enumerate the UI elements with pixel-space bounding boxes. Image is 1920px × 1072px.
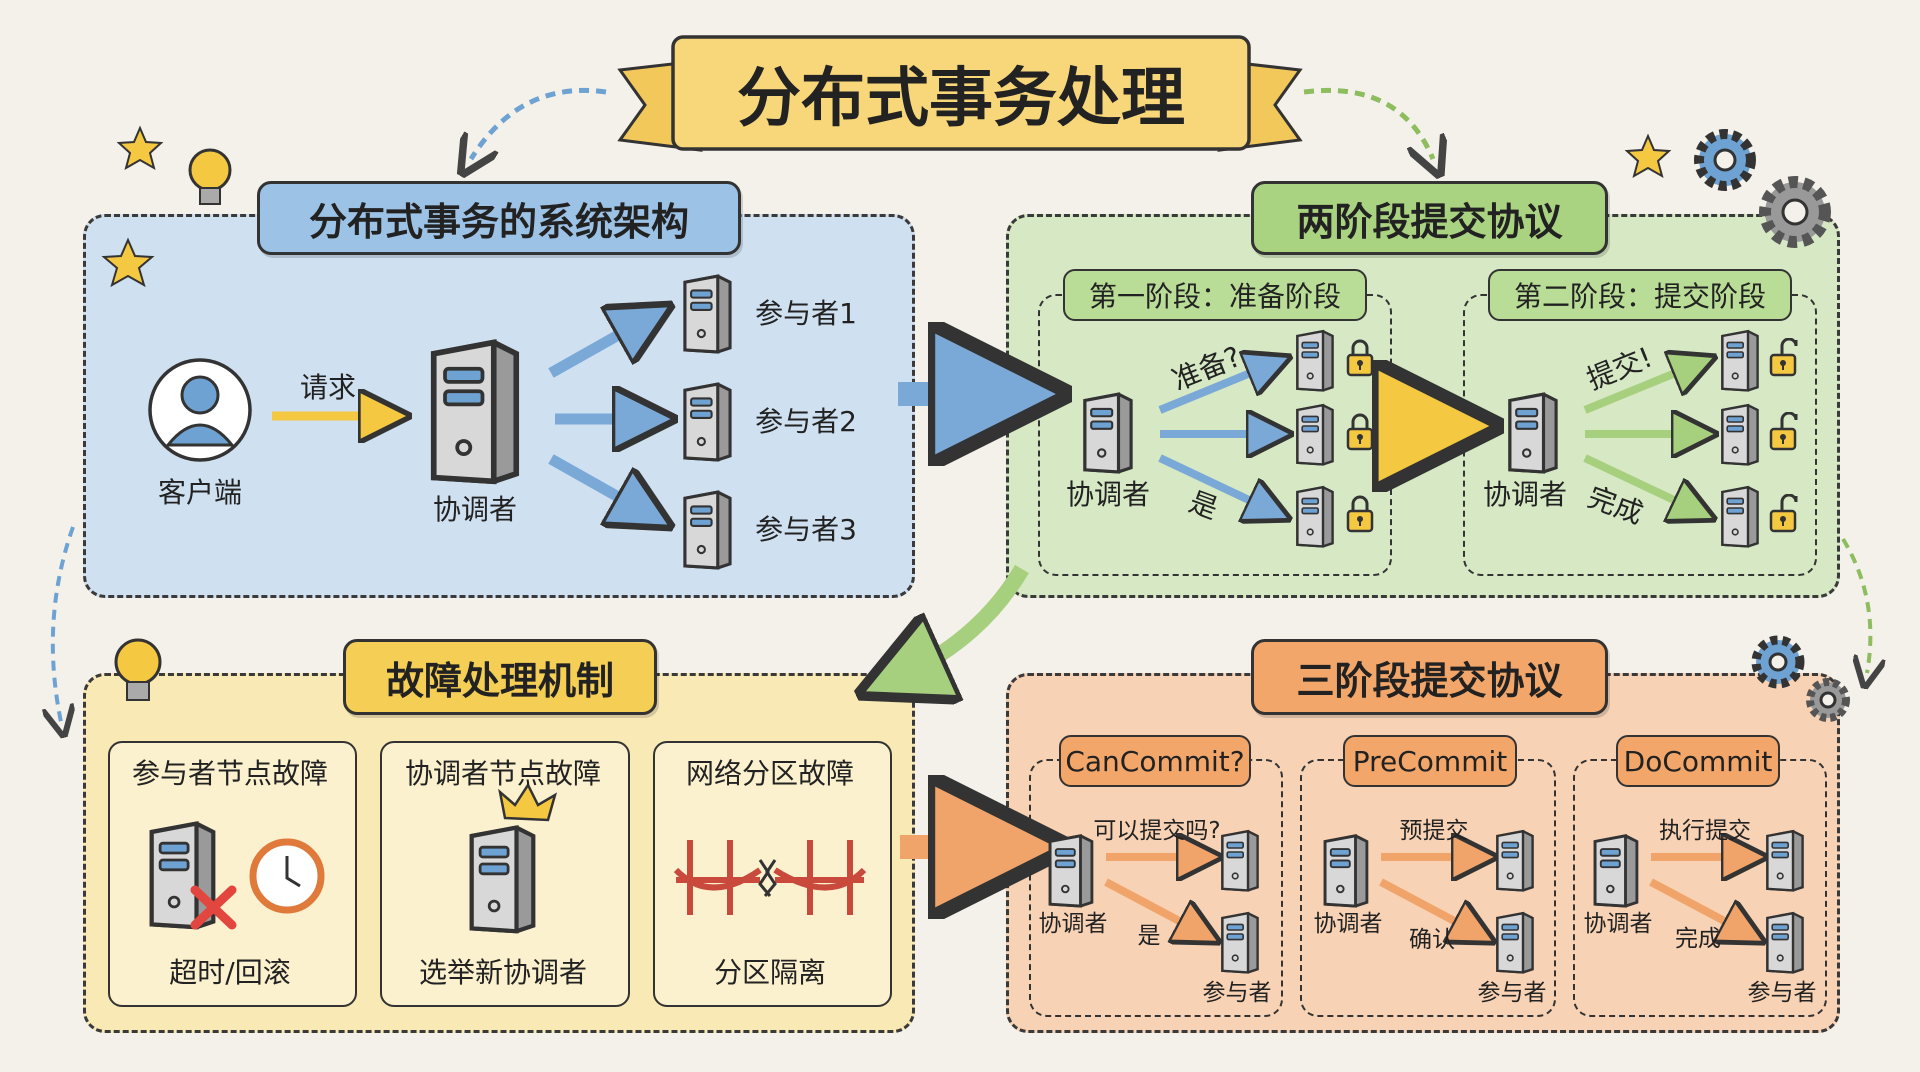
star-icon xyxy=(116,125,164,171)
arrow-2pc-to-fault xyxy=(900,564,1029,676)
star-icon xyxy=(101,237,155,288)
fault-card-title: 协调者节点故障 xyxy=(404,757,602,790)
arrow-to-participant-3 xyxy=(548,454,645,512)
fault-card-caption: 选举新协调者 xyxy=(418,956,588,989)
fault-title: 故障处理机制 xyxy=(343,639,657,715)
participant-server-icon xyxy=(683,382,732,462)
client-icon xyxy=(148,358,252,462)
ask-label: 可以提交吗? xyxy=(1093,818,1221,844)
unlock-icon xyxy=(1769,338,1798,377)
participant-server-icon xyxy=(1720,485,1760,548)
coordinator-label: 协调者 xyxy=(1313,911,1383,937)
participant-label: 参与者1 xyxy=(755,297,857,330)
fault-card-caption: 分区隔离 xyxy=(713,956,827,989)
reply-label: 完成 xyxy=(1675,926,1721,952)
cancommit-title: CanCommit? xyxy=(1059,735,1251,787)
lightbulb-icon xyxy=(188,148,232,205)
phase1-title: 第一阶段：准备阶段 xyxy=(1063,269,1367,321)
ask-label: 执行提交 xyxy=(1659,818,1751,844)
coordinator-label: 协调者 xyxy=(1065,478,1151,511)
precommit-title: PreCommit xyxy=(1343,735,1517,787)
participant-label: 参与者 xyxy=(1202,980,1272,1006)
bridge-icon xyxy=(673,840,867,915)
participant-server-icon xyxy=(1221,829,1259,892)
reply-label: 是 xyxy=(1137,923,1161,949)
participant-label: 参与者3 xyxy=(755,513,857,546)
client-label: 客户端 xyxy=(157,476,243,509)
participant-server-icon xyxy=(1720,329,1760,392)
two-phase-title: 两阶段提交协议 xyxy=(1251,181,1608,255)
coordinator-server-icon xyxy=(1507,392,1559,474)
gear-icon xyxy=(1694,129,1756,191)
unlock-icon xyxy=(1769,412,1798,451)
page-title: 分布式事务处理 xyxy=(737,62,1185,136)
participant-server-icon xyxy=(1295,329,1335,392)
title-banner xyxy=(617,35,1303,152)
fault-card-title: 参与者节点故障 xyxy=(131,757,329,790)
lock-icon xyxy=(1346,413,1374,451)
coordinator-server-icon xyxy=(434,343,517,482)
fault-card-title: 网络分区故障 xyxy=(685,757,855,790)
lock-icon xyxy=(1346,495,1374,533)
dashed-arrow-right-side xyxy=(1841,537,1870,673)
participant-server-icon xyxy=(683,490,732,570)
star-icon xyxy=(1624,133,1672,179)
three-phase-title: 三阶段提交协议 xyxy=(1251,639,1608,715)
participant-label: 参与者 xyxy=(1477,980,1547,1006)
architecture-title: 分布式事务的系统架构 xyxy=(257,181,741,255)
coordinator-label: 协调者 xyxy=(1038,911,1108,937)
arrow-to-participant-1 xyxy=(548,320,645,378)
lock-icon xyxy=(1346,339,1374,377)
gear-icon xyxy=(1806,678,1850,722)
participant-label: 参与者 xyxy=(1747,980,1817,1006)
participant-server-icon xyxy=(683,274,732,354)
participant-server-icon xyxy=(1295,485,1335,548)
crown-icon xyxy=(498,782,558,822)
new-coordinator-server-icon xyxy=(472,828,534,932)
failure-x-icon xyxy=(190,885,237,930)
fault-card-caption: 超时/回滚 xyxy=(169,956,291,989)
request-label: 请求 xyxy=(299,371,357,404)
lightbulb-icon xyxy=(114,638,162,701)
gear-icon xyxy=(1759,176,1831,248)
coordinator-label: 协调者 xyxy=(1482,478,1568,511)
participant-server-icon xyxy=(1221,911,1259,974)
gear-icon xyxy=(1751,635,1805,689)
coordinator-server-icon xyxy=(1048,834,1094,908)
phase2-title: 第二阶段：提交阶段 xyxy=(1488,269,1792,321)
reply-label: 确认 xyxy=(1409,927,1455,953)
participant-label: 参与者2 xyxy=(755,405,857,438)
ask-label: 预提交 xyxy=(1399,818,1469,844)
clock-icon xyxy=(249,838,325,914)
participant-server-icon xyxy=(1295,403,1335,466)
docommit-title: DoCommit xyxy=(1616,735,1780,787)
coordinator-label: 协调者 xyxy=(1583,911,1653,937)
dashed-arrow-left-side xyxy=(53,526,73,722)
unlock-icon xyxy=(1769,494,1798,533)
participant-server-icon xyxy=(1720,403,1760,466)
dashed-arrow-title-right xyxy=(1303,87,1433,159)
coordinator-label: 协调者 xyxy=(432,493,518,526)
coordinator-server-icon xyxy=(1082,392,1134,474)
dashed-arrow-title-left xyxy=(471,87,607,159)
